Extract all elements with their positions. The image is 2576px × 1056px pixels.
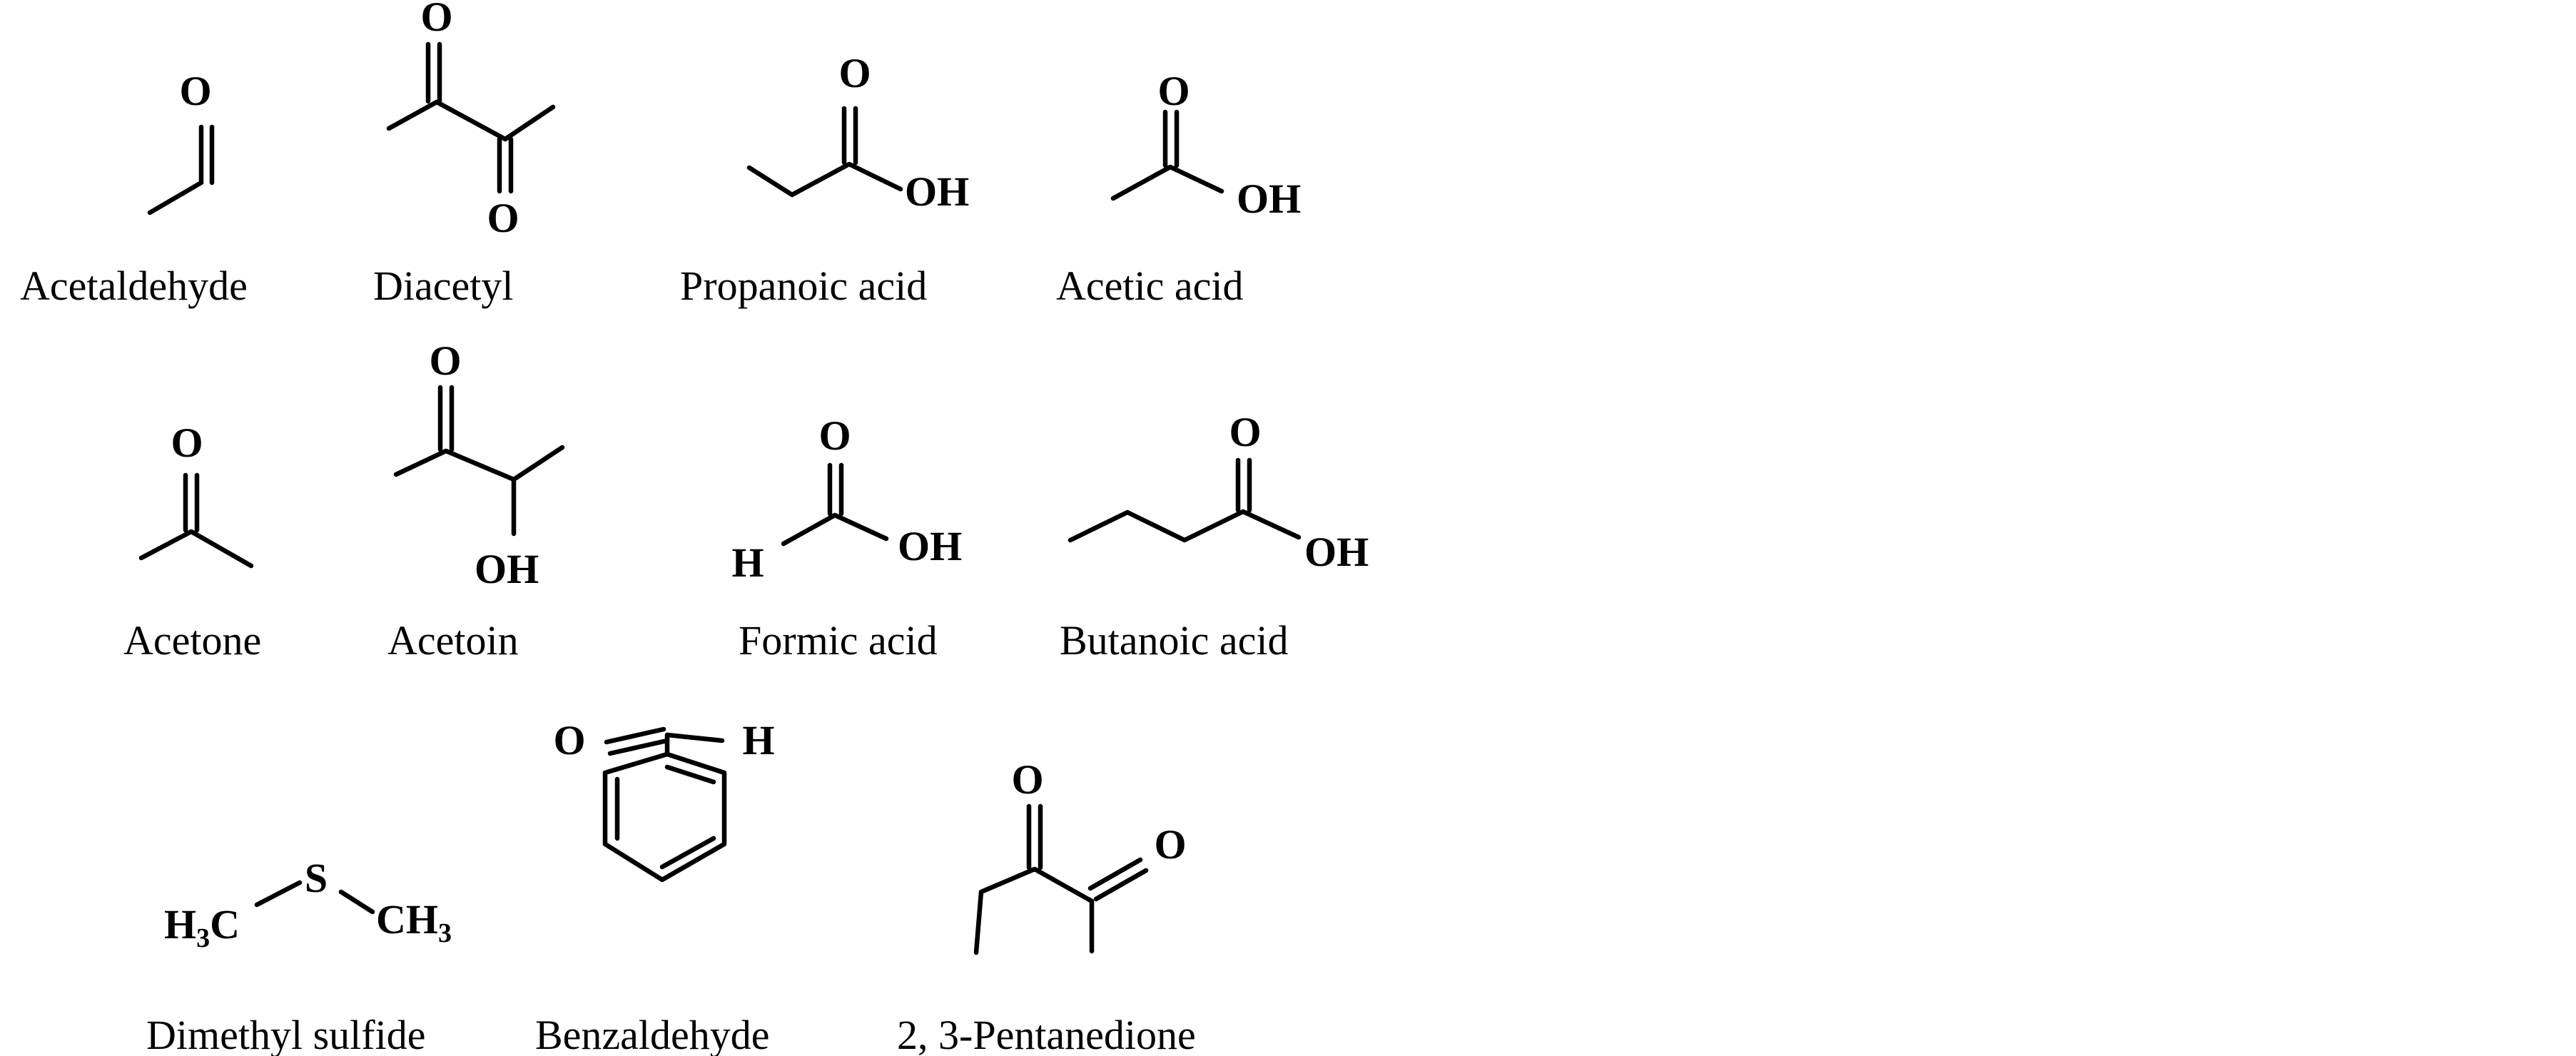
compound-benzaldehyde: O H Benzaldehyde xyxy=(535,717,775,1056)
acetone-name: Acetone xyxy=(123,617,261,664)
compound-acetoin: O OH Acetoin xyxy=(387,337,565,664)
acetaldehyde-bonds xyxy=(147,124,215,215)
propanoic-acid-name: Propanoic acid xyxy=(680,263,927,309)
benzaldehyde-ring xyxy=(602,751,727,883)
benzaldehyde-carbonyl xyxy=(604,726,670,756)
dimethyl-sulfide-methyl-right-subscript: 3 xyxy=(438,918,452,948)
benzaldehyde-name: Benzaldehyde xyxy=(535,1012,770,1056)
diacetyl-oxygen-label-1: O xyxy=(420,0,452,40)
pentanedione-oxygen-label-1: O xyxy=(1011,756,1043,803)
compound-formic-acid: O H OH Formic acid xyxy=(731,412,962,664)
pentanedione-name: 2, 3-Pentanedione xyxy=(897,1012,1196,1056)
formic-acid-hydroxyl-label: OH xyxy=(898,523,962,569)
benzaldehyde-ring-inner-bonds xyxy=(614,764,716,870)
compound-diacetyl: O O Diacetyl xyxy=(373,0,556,309)
acetoin-oxygen-label: O xyxy=(429,337,461,384)
butanoic-acid-oxygen-label: O xyxy=(1229,409,1261,455)
acetoin-name: Acetoin xyxy=(387,617,519,664)
acetic-acid-hydroxyl-label: OH xyxy=(1237,176,1301,222)
acetoin-chain xyxy=(393,445,565,482)
formic-acid-chain xyxy=(781,512,889,547)
acetic-acid-chain xyxy=(1110,164,1224,201)
acetic-acid-carbonyl xyxy=(1162,109,1180,168)
acetaldehyde-name: Acetaldehyde xyxy=(20,263,248,309)
pentanedione-chain xyxy=(973,866,1095,955)
diacetyl-carbonyl-2 xyxy=(497,136,514,194)
pentanedione-oxygen-label-2: O xyxy=(1154,821,1186,868)
propanoic-acid-chain xyxy=(746,161,903,198)
diacetyl-chain xyxy=(386,99,556,142)
compound-acetaldehyde: O Acetaldehyde xyxy=(20,68,248,309)
dimethyl-sulfide-methyl-left-h: H xyxy=(164,901,196,948)
formic-acid-carbonyl xyxy=(827,462,844,517)
propanoic-acid-carbonyl xyxy=(841,106,858,166)
acetoin-hydroxyl-label: OH xyxy=(475,546,539,592)
dimethyl-sulfide-sulfur-label: S xyxy=(305,855,328,901)
butanoic-acid-carbonyl xyxy=(1235,457,1252,513)
compound-dimethyl-sulfide: S H3C CH3 Dimethyl sulfide xyxy=(146,855,452,1056)
dimethyl-sulfide-methyl-left: H3C xyxy=(164,901,240,953)
acetone-carbonyl xyxy=(183,472,200,533)
formic-acid-oxygen-label: O xyxy=(818,412,851,459)
dimethyl-sulfide-methyl-left-c: C xyxy=(210,901,240,948)
butanoic-acid-hydroxyl-label: OH xyxy=(1304,529,1369,575)
acetone-chain xyxy=(138,529,254,569)
compound-acetic-acid: O OH Acetic acid xyxy=(1056,68,1301,309)
diacetyl-name: Diacetyl xyxy=(373,263,513,309)
compound-propanoic-acid: O OH Propanoic acid xyxy=(680,50,969,309)
dimethyl-sulfide-name: Dimethyl sulfide xyxy=(146,1012,425,1056)
butanoic-acid-name: Butanoic acid xyxy=(1060,617,1289,664)
compound-butanoic-acid: O OH Butanoic acid xyxy=(1060,409,1369,664)
acetaldehyde-oxygen-label: O xyxy=(179,68,211,114)
benzaldehyde-oxygen-label: O xyxy=(553,717,585,763)
propanoic-acid-oxygen-label: O xyxy=(838,50,871,96)
acetoin-carbonyl xyxy=(437,385,455,452)
formic-acid-name: Formic acid xyxy=(739,617,938,664)
pentanedione-carbonyl-2 xyxy=(1087,857,1149,902)
pentanedione-carbonyl-1 xyxy=(1026,803,1043,870)
benzaldehyde-hydrogen-label: H xyxy=(742,717,774,763)
acetic-acid-oxygen-label: O xyxy=(1157,68,1190,114)
formic-acid-hydrogen-label: H xyxy=(731,539,764,586)
propanoic-acid-hydroxyl-label: OH xyxy=(905,168,969,215)
diacetyl-oxygen-label-2: O xyxy=(487,195,519,241)
acetic-acid-name: Acetic acid xyxy=(1056,263,1243,309)
compound-2-3-pentanedione: O O 2, 3-Pentanedione xyxy=(897,756,1196,1056)
compound-acetone: O Acetone xyxy=(123,420,261,664)
dimethyl-sulfide-bonds xyxy=(254,880,375,915)
dimethyl-sulfide-methyl-left-subscript: 3 xyxy=(196,923,210,953)
dimethyl-sulfide-methyl-right: CH3 xyxy=(376,896,452,948)
benzaldehyde-aldehyde-bond xyxy=(664,732,725,757)
acetone-oxygen-label: O xyxy=(171,420,203,466)
diacetyl-carbonyl-1 xyxy=(425,41,442,104)
butanoic-acid-chain xyxy=(1068,509,1302,543)
dimethyl-sulfide-methyl-right-ch: CH xyxy=(376,896,438,943)
